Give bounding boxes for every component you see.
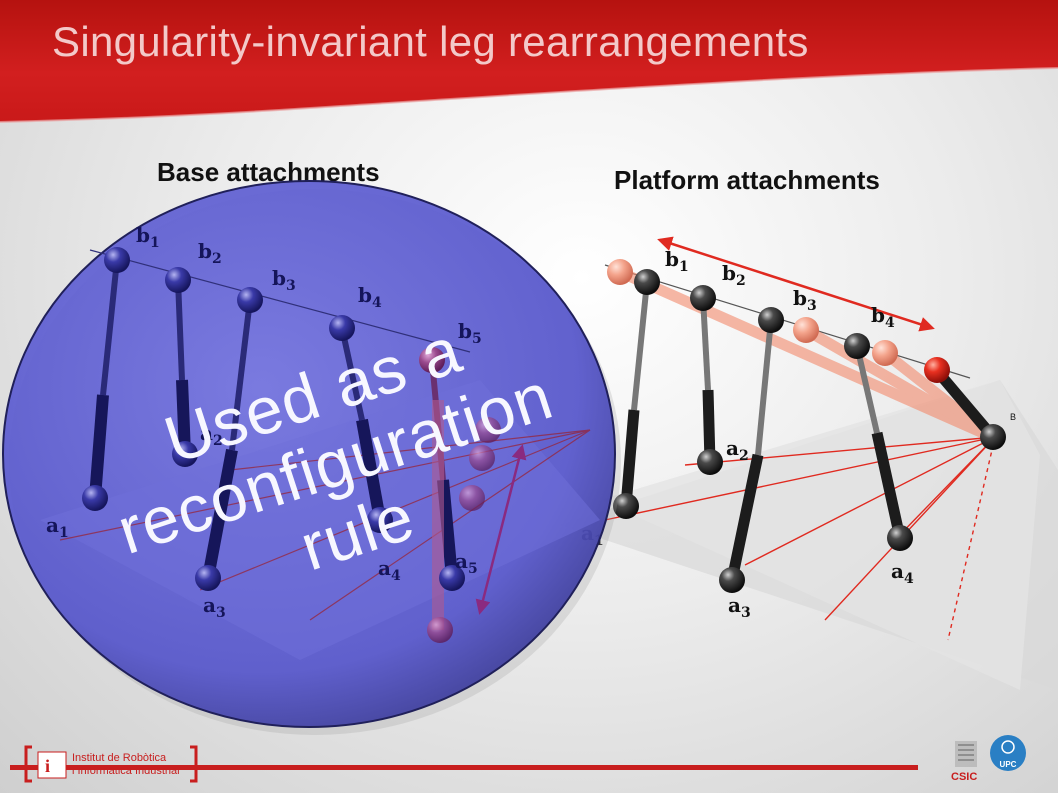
institute-line1: Institut de Robòtica xyxy=(72,752,167,764)
platform-diagram: b1 b2 b3 b4 a1 a2 a3 a4 B xyxy=(560,236,1058,690)
label-a: a xyxy=(46,513,59,537)
svg-text:b1: b1 xyxy=(136,223,160,251)
label-b: b xyxy=(793,286,807,310)
svg-text:a3: a3 xyxy=(203,593,226,621)
label-a: a xyxy=(203,593,216,617)
ghost-joint xyxy=(607,259,633,285)
iri-logo-mark: i xyxy=(45,756,50,776)
joint-a1 xyxy=(613,493,639,519)
joint-a3 xyxy=(195,565,221,591)
svg-text:a2: a2 xyxy=(726,436,749,464)
red-joint xyxy=(924,357,950,383)
joint-b4 xyxy=(329,315,355,341)
label-b: b xyxy=(722,261,736,285)
svg-text:b4: b4 xyxy=(358,283,382,311)
slide-title: Singularity-invariant leg rearrangements xyxy=(52,18,809,65)
joint-a1 xyxy=(82,485,108,511)
joint-a4 xyxy=(367,507,393,533)
label-b: b xyxy=(272,266,286,290)
right-bracket-icon xyxy=(190,745,198,783)
svg-text:b2: b2 xyxy=(198,239,222,267)
ghost-joint xyxy=(793,317,819,343)
svg-text:a4: a4 xyxy=(891,559,914,587)
label-a: a xyxy=(200,421,213,445)
label-b: b xyxy=(665,247,679,271)
purple-double-arrow xyxy=(475,444,527,615)
label-b: b xyxy=(358,283,372,307)
svg-text:b4: b4 xyxy=(871,303,895,331)
joint-b1 xyxy=(634,269,660,295)
label-a: a xyxy=(378,556,391,580)
joint-b4 xyxy=(844,333,870,359)
ghost-joint xyxy=(475,417,501,443)
ghost-joint xyxy=(469,445,495,471)
label-a: a xyxy=(728,593,741,617)
label-b: b xyxy=(458,319,472,343)
joint-a4 xyxy=(887,525,913,551)
upc-logo-text: UPC xyxy=(999,760,1017,769)
joint-a5 xyxy=(439,565,465,591)
joint-b3 xyxy=(758,307,784,333)
legs-left xyxy=(89,259,458,630)
platform-attachments-label: Platform attachments xyxy=(614,165,880,195)
svg-text:a1: a1 xyxy=(46,513,69,541)
svg-text:b5: b5 xyxy=(458,319,482,347)
base-diagram: b1 b2 b3 b4 b5 a1 a2 a3 a4 a5 xyxy=(2,180,621,735)
joint-a2 xyxy=(697,449,723,475)
red-rays xyxy=(604,436,996,641)
legs xyxy=(620,281,998,582)
svg-text:b2: b2 xyxy=(722,261,746,289)
header-banner xyxy=(0,0,1058,130)
joint-b5 xyxy=(419,347,445,373)
institute-name: Institut de Robòtica i Informàtica Indus… xyxy=(72,752,180,778)
base-plane-front xyxy=(600,380,1040,690)
joint-b1 xyxy=(104,247,130,273)
svg-text:b1: b1 xyxy=(665,247,689,275)
iri-logo-icon xyxy=(37,751,67,779)
csic-logo-text: CSIC xyxy=(951,771,978,783)
footer-bar: i xyxy=(10,735,1026,783)
svg-text:a2: a2 xyxy=(200,421,223,449)
svg-text:b3: b3 xyxy=(272,266,296,294)
csic-emblem-icon xyxy=(955,741,977,767)
red-double-arrow xyxy=(657,236,935,332)
institute-line2: i Informàtica Industrial xyxy=(72,765,180,777)
joint-b2 xyxy=(165,267,191,293)
label-a: a xyxy=(891,559,904,583)
label-b: b xyxy=(871,303,885,327)
svg-text:b3: b3 xyxy=(793,286,817,314)
label-a: a xyxy=(455,549,468,573)
label-B: B xyxy=(1010,412,1016,422)
joint-a3 xyxy=(719,567,745,593)
base-line xyxy=(89,249,471,353)
ghost-joint xyxy=(872,340,898,366)
joint-b2 xyxy=(690,285,716,311)
base-plane-left xyxy=(40,380,600,660)
left-bracket-icon xyxy=(24,745,32,783)
upc-logo-icon xyxy=(990,735,1026,771)
label-a: a xyxy=(726,436,739,460)
svg-text:a5: a5 xyxy=(455,549,478,577)
ghost-joint xyxy=(427,617,453,643)
label-b: b xyxy=(198,239,212,263)
svg-text:a4: a4 xyxy=(378,556,401,584)
footer-rule xyxy=(10,765,918,770)
label-b: b xyxy=(136,223,150,247)
joint-B xyxy=(980,424,1006,450)
base-labels: b1 b2 b3 b4 b5 a1 a2 a3 a4 a5 xyxy=(46,223,482,621)
joint-b3 xyxy=(237,287,263,313)
ghost-joint xyxy=(459,485,485,511)
joint-a2 xyxy=(172,441,198,467)
svg-text:a3: a3 xyxy=(728,593,751,621)
